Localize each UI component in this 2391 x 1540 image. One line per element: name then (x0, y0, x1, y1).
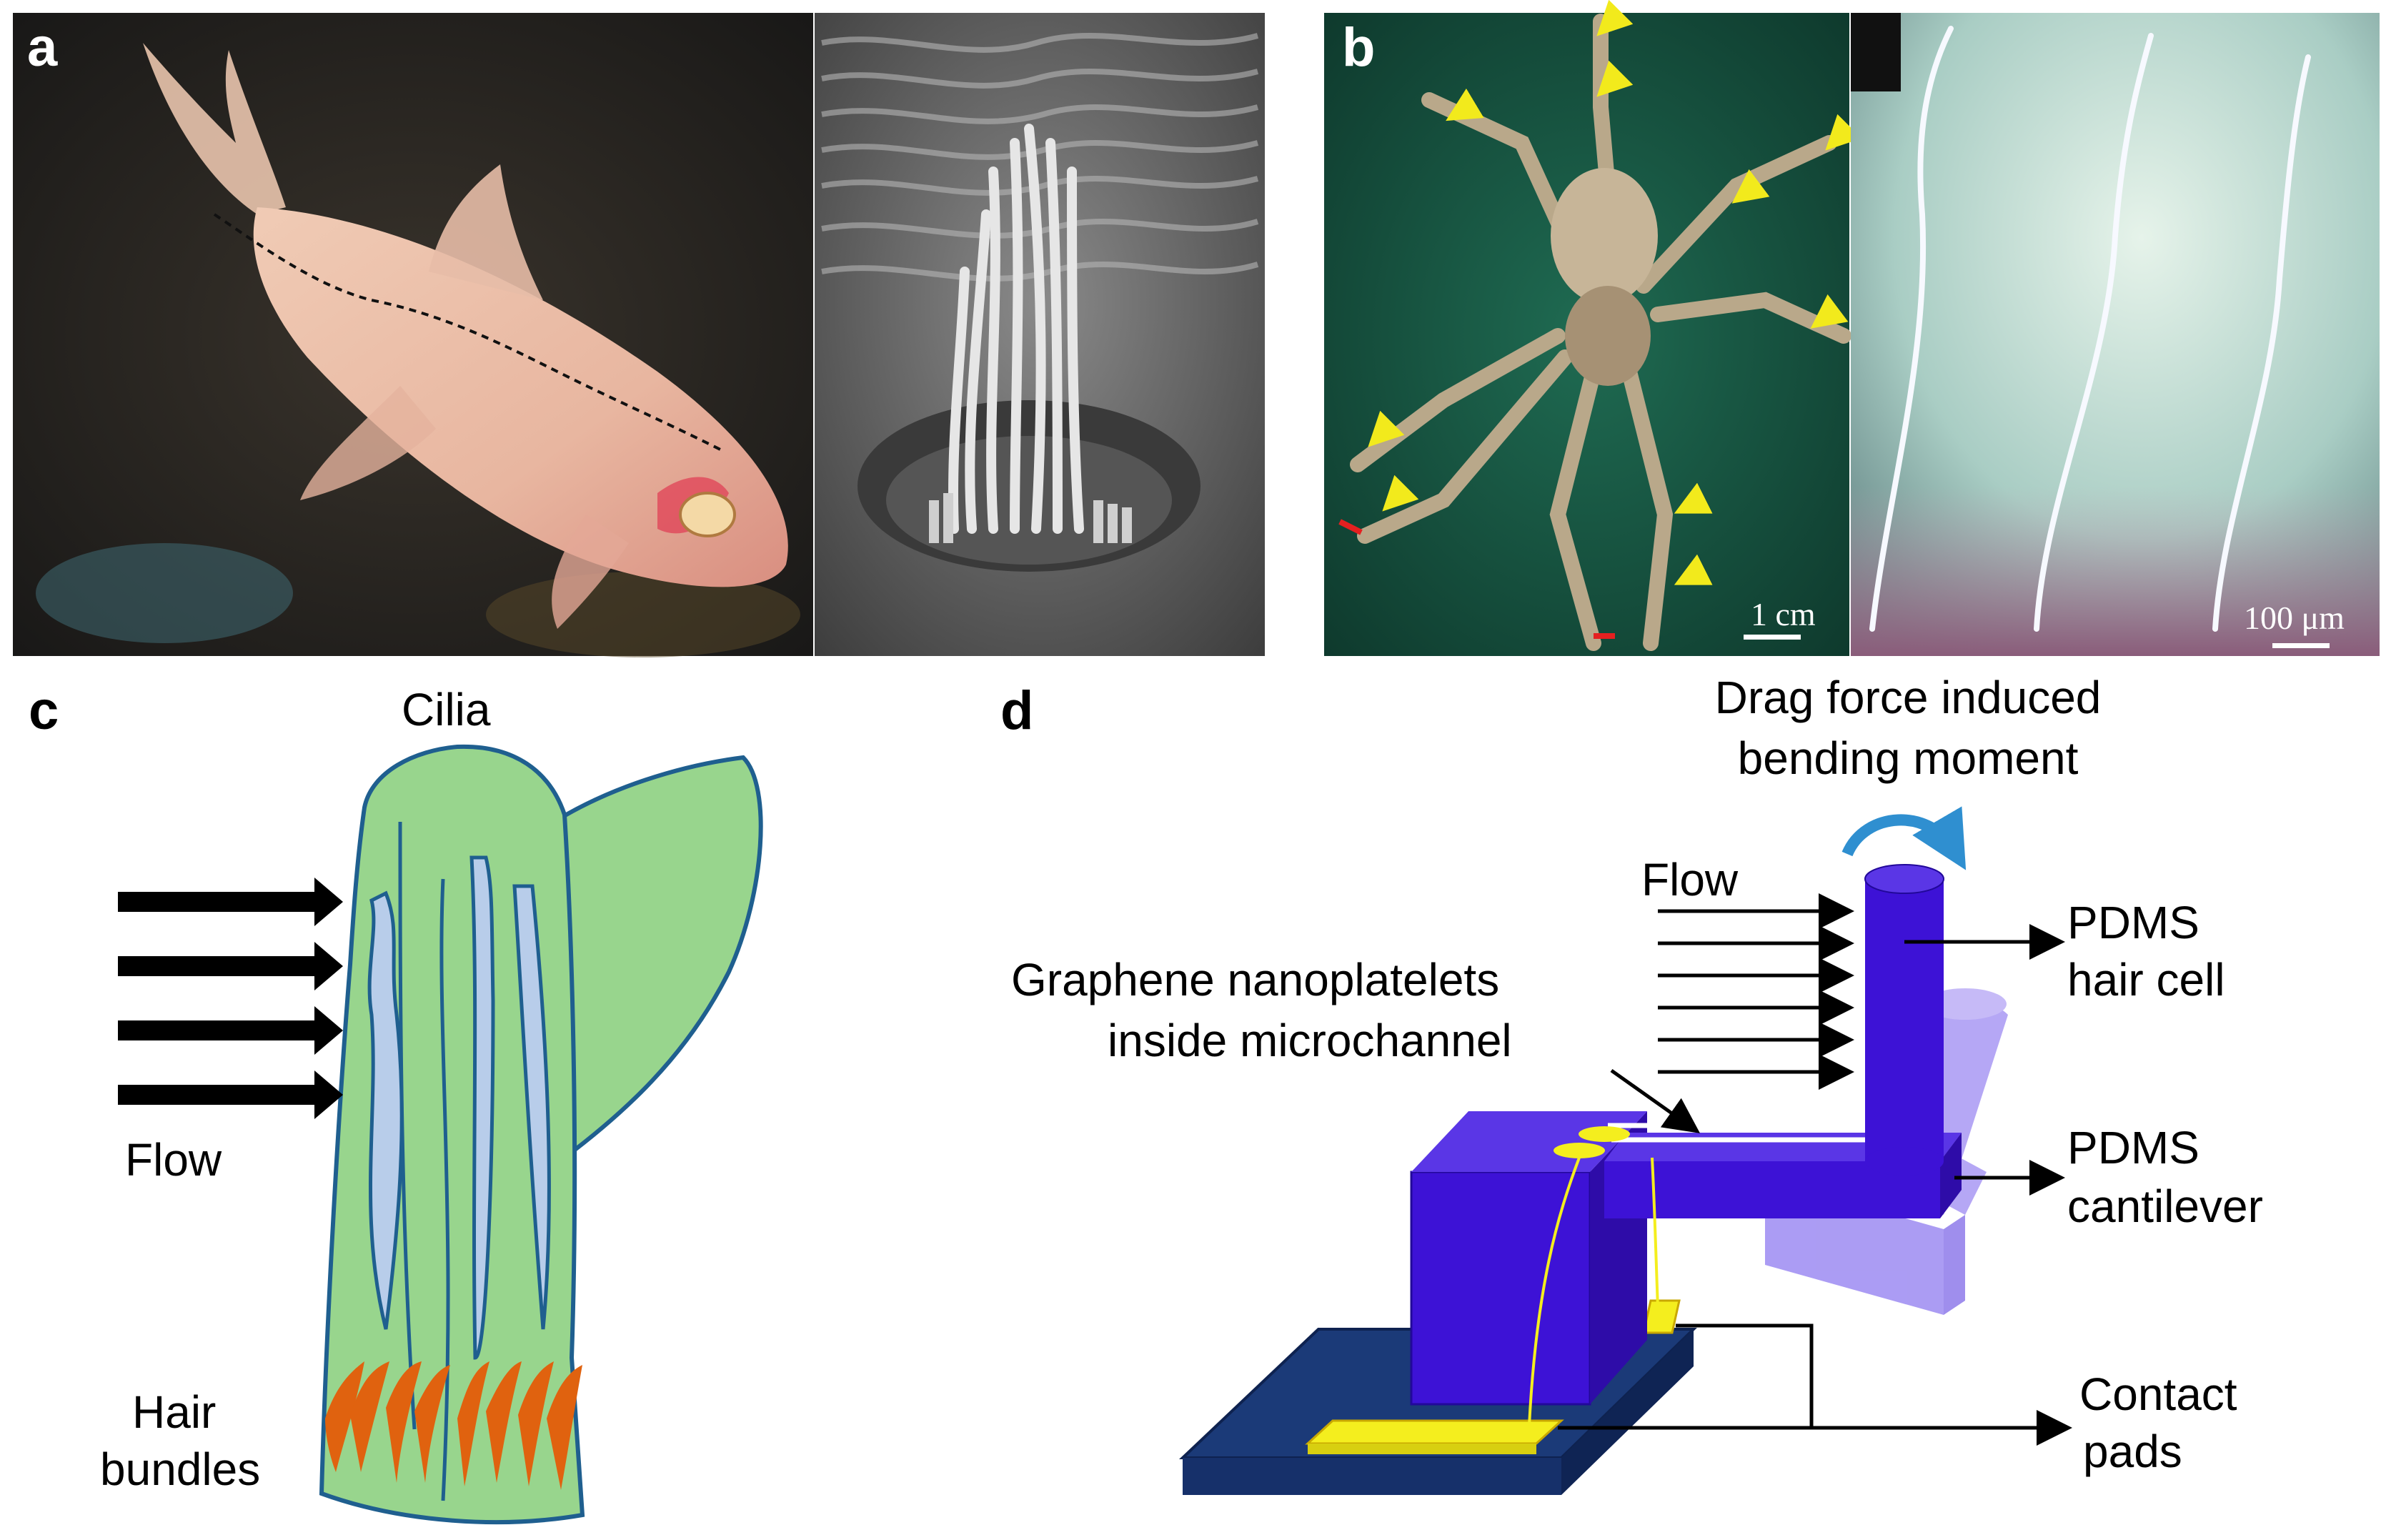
pdms-hair-cell (1864, 864, 1944, 1176)
cilia-side-lobe (540, 755, 763, 1162)
flow-arrows-d (1658, 893, 1854, 1090)
panel-b-letter: b (1342, 17, 1375, 78)
flow-arrows-c (118, 878, 343, 1119)
contact-pads-leader (1558, 1323, 2072, 1446)
panel-c: c Cilia (29, 680, 763, 1524)
panel-a-letter: a (27, 17, 58, 78)
lateral-line (213, 213, 722, 452)
panel-c-letter: c (29, 680, 59, 741)
scale-bar-1cm: 1 cm (1751, 596, 1816, 632)
graphene-leader (1610, 1068, 1701, 1133)
pdms-cantilever-label-1: PDMS (2067, 1122, 2199, 1173)
panel-a: a (13, 13, 1265, 657)
fish-photo (13, 13, 813, 657)
contact-pads-label-2: pads (2083, 1426, 2182, 1477)
scale-bar-100um: 100 μm (2244, 600, 2345, 636)
trichobothria-photo: 100 μm (1851, 13, 2380, 656)
graphene-label-1: Graphene nanoplatelets (1011, 954, 1499, 1005)
contact-pads-label-1: Contact (2079, 1368, 2237, 1420)
pdms-hair-label-1: PDMS (2067, 897, 2199, 948)
flow-label-c: Flow (125, 1134, 222, 1186)
panel-d: d Drag force induced bending moment (1000, 672, 2263, 1495)
panel-d-letter: d (1000, 680, 1033, 741)
spider-photo: 1 cm (1324, 0, 1862, 656)
hair-bundles (325, 1361, 582, 1490)
panel-b: 1 cm 100 μm b (1324, 0, 2380, 656)
contact-pads (1305, 1299, 1681, 1454)
drag-force-label-1: Drag force induced (1715, 672, 2102, 723)
pdms-hair-label-2: hair cell (2067, 954, 2225, 1005)
hair-bundles-label-2: bundles (100, 1444, 260, 1495)
cilia-label: Cilia (402, 684, 491, 735)
drag-force-label-2: bending moment (1738, 732, 2079, 784)
bending-moment-arrow (1841, 806, 1967, 870)
hair-bundles-label-1: Hair (132, 1386, 216, 1438)
flow-label-d: Flow (1641, 854, 1739, 905)
graphene-label-2: inside microchannel (1108, 1015, 1512, 1066)
pdms-cantilever-label-2: cantilever (2067, 1181, 2263, 1232)
sem-neuromast-photo (815, 13, 1265, 656)
support-pillar (1410, 1111, 1647, 1406)
graphene-microchannel (1608, 1123, 1872, 1143)
